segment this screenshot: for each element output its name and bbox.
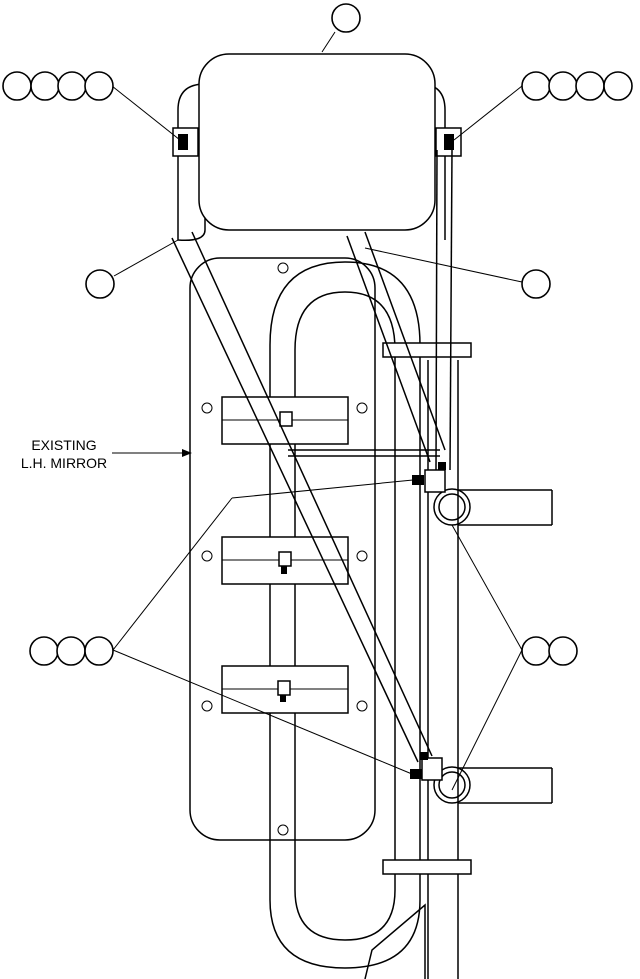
callout-bubble — [331, 3, 361, 33]
upper-left-bracket-callout — [2, 71, 114, 101]
leader-lines — [111, 31, 523, 791]
callout-bubble — [548, 71, 578, 101]
lower-left-fastener-callout — [29, 636, 114, 666]
callout-bubble — [521, 636, 551, 666]
callout-bubble — [30, 71, 60, 101]
existing-mirror-label: EXISTING L.H. MIRROR — [18, 436, 110, 472]
cross-tube-upper — [458, 489, 553, 526]
callout-bubble — [603, 71, 633, 101]
left-arm-callout — [85, 269, 115, 299]
clamp-block-middle — [221, 536, 349, 585]
callout-bubble — [548, 636, 578, 666]
tube-clamp-lower — [410, 752, 471, 804]
u-tube-frame — [269, 261, 421, 969]
existing-lh-mirror — [189, 257, 376, 841]
callout-bubble — [85, 269, 115, 299]
callout-bubble — [84, 71, 114, 101]
callout-bubble — [84, 636, 114, 666]
lower-right-clamp-callout — [521, 636, 578, 666]
right-arm-callout — [521, 269, 551, 299]
callout-bubble — [521, 71, 551, 101]
cross-tube-lower — [458, 767, 553, 804]
clamp-block-lower — [221, 665, 349, 714]
callout-bubble — [2, 71, 32, 101]
support-arms — [171, 149, 453, 763]
callout-bubble — [56, 636, 86, 666]
callout-bubble — [521, 269, 551, 299]
tube-clamp-upper — [412, 462, 471, 526]
mast — [364, 342, 472, 979]
existing-label-line1: EXISTING — [31, 437, 97, 453]
clamp-block-upper — [221, 396, 349, 445]
callout-bubble — [575, 71, 605, 101]
callout-bubble — [29, 636, 59, 666]
upper-right-bracket-callout — [521, 71, 633, 101]
top-mirror-callout — [331, 3, 361, 33]
callout-bubble — [57, 71, 87, 101]
upper-mirror-head — [172, 53, 462, 242]
existing-label-line2: L.H. MIRROR — [20, 455, 108, 471]
